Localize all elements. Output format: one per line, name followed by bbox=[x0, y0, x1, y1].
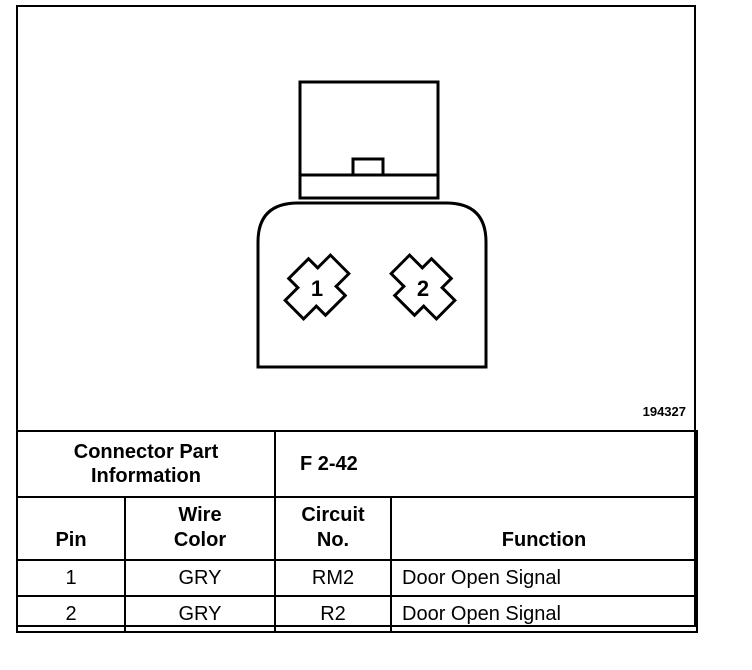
header-row: Pin Wire Color Circuit No. Function bbox=[16, 496, 698, 561]
row2-function: Door Open Signal bbox=[390, 595, 698, 633]
figure-id: 194327 bbox=[642, 404, 686, 419]
header-wire-color: Wire Color bbox=[124, 496, 276, 561]
part-info-label-cell: Connector Part Information bbox=[16, 430, 276, 498]
header-pin: Pin bbox=[16, 496, 126, 561]
row1-wire-color: GRY bbox=[124, 559, 276, 597]
pin-label-2: 2 bbox=[417, 276, 429, 301]
row2-wire-color: GRY bbox=[124, 595, 276, 633]
connector-diagram: 1 2 194327 bbox=[18, 7, 694, 430]
header-function: Function bbox=[390, 496, 698, 561]
connector-drawing: 1 2 bbox=[256, 80, 488, 369]
pin-label-1: 1 bbox=[311, 276, 323, 301]
header-wire-color-line2: Color bbox=[173, 529, 227, 551]
part-info-label-line1: Connector Part bbox=[73, 441, 219, 463]
part-info-row: Connector Part Information F 2-42 bbox=[16, 430, 698, 498]
pin-cavity-2 bbox=[389, 253, 457, 321]
table-row: 2 GRY R2 Door Open Signal bbox=[16, 595, 698, 633]
row1-pin: 1 bbox=[16, 559, 126, 597]
connector-lock-housing bbox=[298, 80, 440, 200]
header-wire-color-line1: Wire bbox=[178, 504, 222, 526]
table-row: 1 GRY RM2 Door Open Signal bbox=[16, 559, 698, 597]
row2-circuit: R2 bbox=[274, 595, 392, 633]
header-circuit: Circuit No. bbox=[274, 496, 392, 561]
row1-circuit: RM2 bbox=[274, 559, 392, 597]
header-circuit-line1: Circuit bbox=[301, 504, 365, 526]
row1-function: Door Open Signal bbox=[390, 559, 698, 597]
connector-body bbox=[256, 201, 488, 369]
connector-figure-frame: 1 2 194327 Connector Part Information F … bbox=[16, 5, 698, 633]
header-pin-text: Pin bbox=[55, 529, 87, 551]
part-info-value-cell: F 2-42 bbox=[274, 430, 698, 498]
pin-cavity-1 bbox=[283, 253, 351, 321]
header-circuit-line2: No. bbox=[316, 529, 350, 551]
header-function-text: Function bbox=[501, 529, 587, 551]
part-info-value: F 2-42 bbox=[300, 452, 358, 475]
part-info-label-line2: Information bbox=[91, 465, 201, 487]
connector-info-table: Connector Part Information F 2-42 Pin Wi… bbox=[16, 430, 698, 633]
connector-lock-tab bbox=[351, 157, 385, 177]
row2-pin: 2 bbox=[16, 595, 126, 633]
